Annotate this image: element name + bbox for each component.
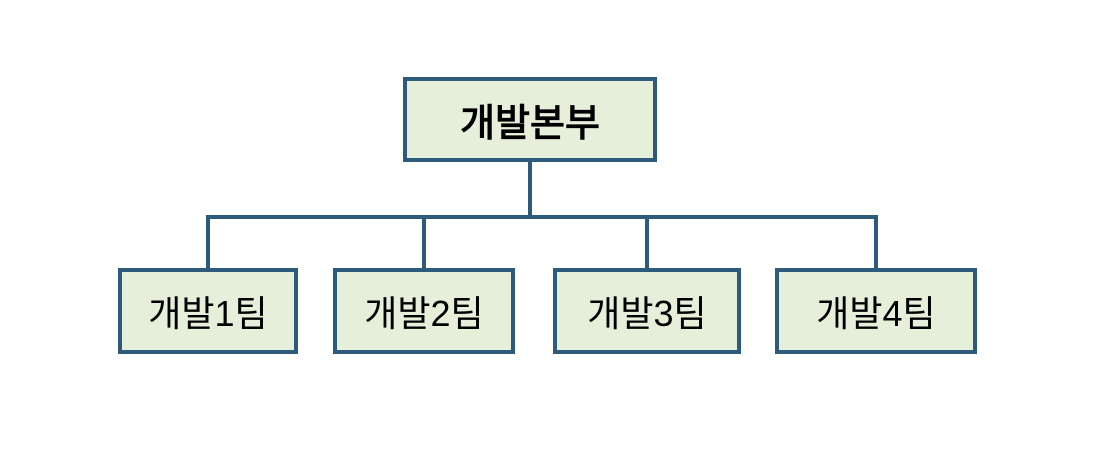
org-node-root-label: 개발본부	[460, 103, 600, 145]
connector-root-stem	[528, 162, 532, 217]
org-node-team1-label: 개발1팀	[148, 293, 268, 334]
org-node-team3-label: 개발3팀	[587, 293, 707, 334]
org-node-team2-label: 개발2팀	[364, 293, 484, 334]
connector-drop-team2	[422, 217, 426, 268]
org-node-team4-label: 개발4팀	[816, 293, 936, 334]
org-node-team2: 개발2팀	[333, 268, 515, 354]
connector-horizontal-rail	[206, 215, 878, 219]
org-node-root: 개발본부	[403, 77, 657, 162]
org-node-team3: 개발3팀	[553, 268, 741, 354]
org-node-team1: 개발1팀	[118, 268, 298, 354]
org-node-team4: 개발4팀	[775, 268, 977, 354]
connector-drop-team1	[206, 217, 210, 268]
connector-drop-team4	[874, 217, 878, 268]
connector-drop-team3	[645, 217, 649, 268]
